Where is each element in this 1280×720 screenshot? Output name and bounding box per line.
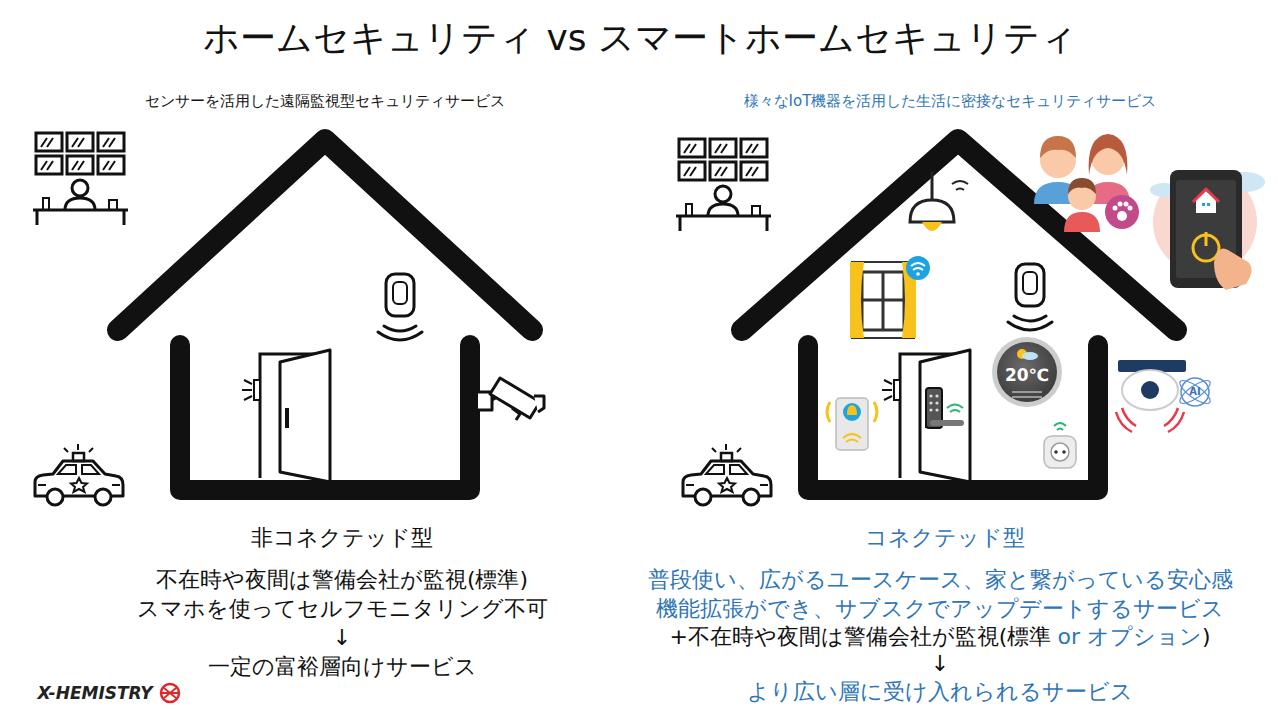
body-line: +不在時や夜間は警備会社が監視(標準 <box>669 624 1051 650</box>
ai-badge: AI <box>1189 386 1200 398</box>
type-heading: 非コネクテッド型 <box>251 525 433 551</box>
body-line: スマホを使ってセルフモニタリング不可 <box>137 596 548 622</box>
logo-text: X-HEMISTRY <box>38 683 153 703</box>
arrow-text: ↓ <box>333 625 351 651</box>
subtitle: 様々なIoT機器を活用した生活に密接なセキュリティサービス <box>744 92 1157 110</box>
body-line: or オプション <box>1057 624 1202 650</box>
body-line: ) <box>1202 624 1211 650</box>
arrow-text: ↓ <box>931 651 949 677</box>
body-line: 不在時や夜間は警備会社が監視(標準) <box>156 567 528 593</box>
thermostat-reading: 20℃ <box>1005 365 1049 385</box>
body-line: 普段使い、広がるユースケース、家と繋がっている安心感 <box>648 567 1233 593</box>
conclusion: 一定の富裕層向けサービス <box>208 654 477 680</box>
subtitle: センサーを活用した遠隔監視型セキュリティサービス <box>145 92 505 110</box>
body-line: 機能拡張ができ、サブスクでアップデートするサービス <box>656 596 1224 622</box>
title: ホームセキュリティ vs スマートホームセキュリティ <box>203 16 1077 59</box>
type-heading: コネクテッド型 <box>865 525 1025 551</box>
conclusion: より広い層に受け入れられるサービス <box>747 679 1133 705</box>
